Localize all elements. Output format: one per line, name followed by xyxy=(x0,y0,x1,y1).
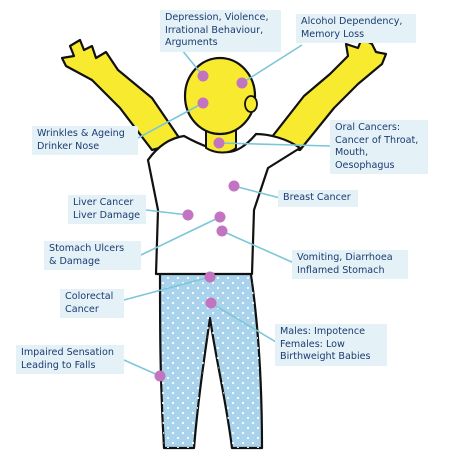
marker-skin xyxy=(197,97,209,109)
marker-oral xyxy=(213,137,225,149)
label-oral: Oral Cancers: Cancer of Throat, Mouth, O… xyxy=(330,120,428,174)
marker-colorectal xyxy=(204,271,216,283)
label-breast: Breast Cancer xyxy=(278,190,358,207)
label-memory: Alcohol Dependency, Memory Loss xyxy=(296,14,416,43)
marker-memory xyxy=(236,77,248,89)
marker-reproductive xyxy=(205,297,217,309)
marker-vomiting xyxy=(216,225,228,237)
marker-stomach-ulcers xyxy=(214,211,226,223)
marker-sensation xyxy=(154,370,166,382)
trouser-pattern xyxy=(160,268,262,448)
marker-liver xyxy=(182,209,194,221)
label-colorectal: Colorectal Cancer xyxy=(60,289,124,318)
marker-breast xyxy=(228,180,240,192)
left-arm xyxy=(60,38,184,152)
head xyxy=(183,56,257,136)
label-vomiting: Vomiting, Diarrhoea Inflamed Stomach xyxy=(292,250,408,279)
leader-lines xyxy=(123,44,331,377)
label-stomach-ulcers: Stomach Ulcers & Damage xyxy=(44,241,141,270)
label-skin: Wrinkles & Ageing Drinker Nose xyxy=(32,126,138,155)
label-sensation: Impaired Sensation Leading to Falls xyxy=(16,345,124,374)
affected-area-markers xyxy=(154,70,248,382)
right-arm xyxy=(266,36,388,152)
label-brain: Depression, Violence, Irrational Behavio… xyxy=(160,10,281,52)
marker-brain xyxy=(197,70,209,82)
label-reproductive: Males: Impotence Females: Low Birthweigh… xyxy=(275,324,387,366)
label-liver: Liver Cancer Liver Damage xyxy=(68,195,146,224)
ear xyxy=(244,95,258,113)
